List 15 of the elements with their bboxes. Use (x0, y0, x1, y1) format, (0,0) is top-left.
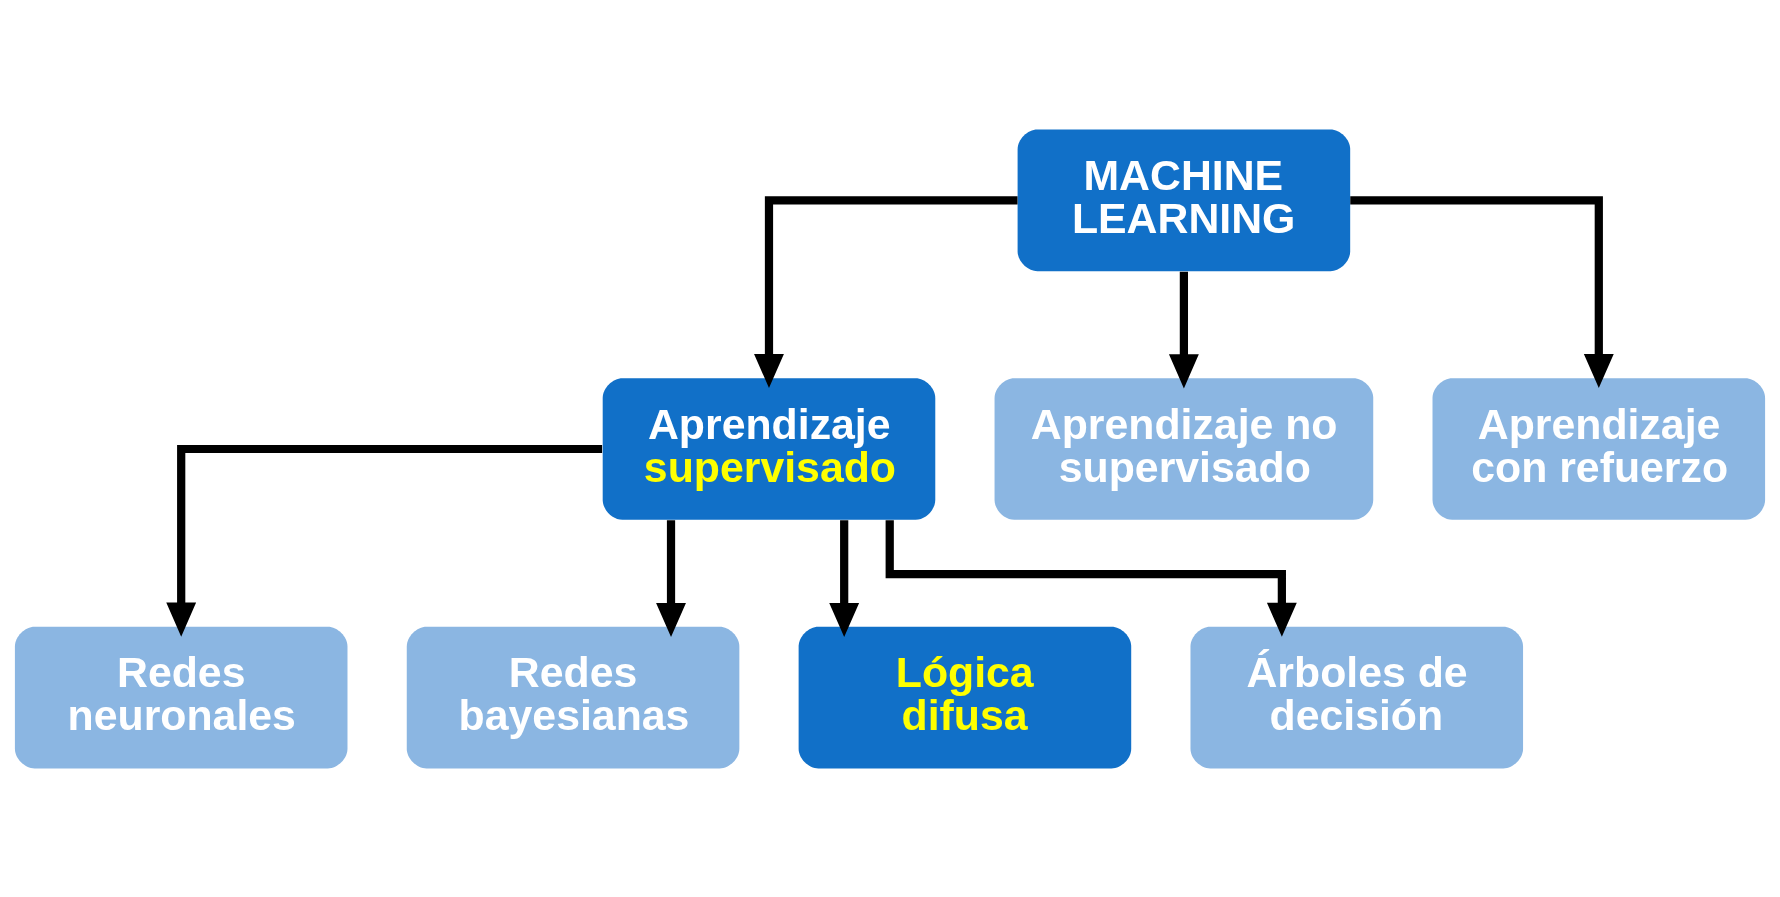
arrow (754, 195, 1018, 388)
node-box: Redes neuronales (14, 626, 348, 768)
arrow (1168, 271, 1199, 388)
node-box: Redes bayesianas (406, 626, 740, 768)
arrow (656, 519, 686, 637)
node-box: Árboles de decisión (1190, 626, 1524, 768)
arrow (829, 519, 860, 637)
node-box: Aprendizaje no supervisado (994, 377, 1374, 520)
arrow (166, 444, 603, 637)
node-box: MACHINE LEARNING (1017, 129, 1351, 271)
arrow (885, 519, 1297, 637)
node-box: Aprendizaje supervisado (602, 377, 936, 520)
node-box: Aprendizaje con refuerzo (1432, 377, 1766, 520)
node-box: Lógica difusa (798, 626, 1132, 768)
arrow (1350, 195, 1614, 388)
